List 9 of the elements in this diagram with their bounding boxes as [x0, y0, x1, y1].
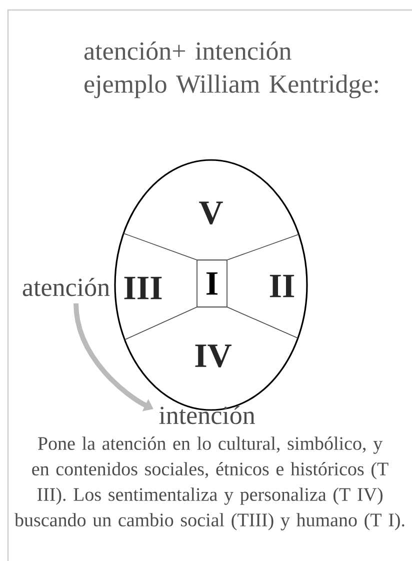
- region-numeral: IV: [195, 344, 232, 368]
- caption: Pone la atención en lo cultural, simbólico, y en contenidos sociales, étnicos e históricos (T III). Los sentimentaliza y personaliza (T IV) buscando un cambio social (TIII) y humano (T I).: [14, 436, 404, 530]
- center-box: I: [196, 260, 228, 308]
- axis-label: intención: [159, 406, 255, 424]
- axis-label: atención: [22, 278, 110, 296]
- title: atención+ intención ejemplo William Kentridge:: [84, 42, 378, 98]
- region-numeral: II: [270, 274, 294, 298]
- region-numeral: V: [199, 202, 223, 224]
- region-numeral: III: [124, 276, 162, 300]
